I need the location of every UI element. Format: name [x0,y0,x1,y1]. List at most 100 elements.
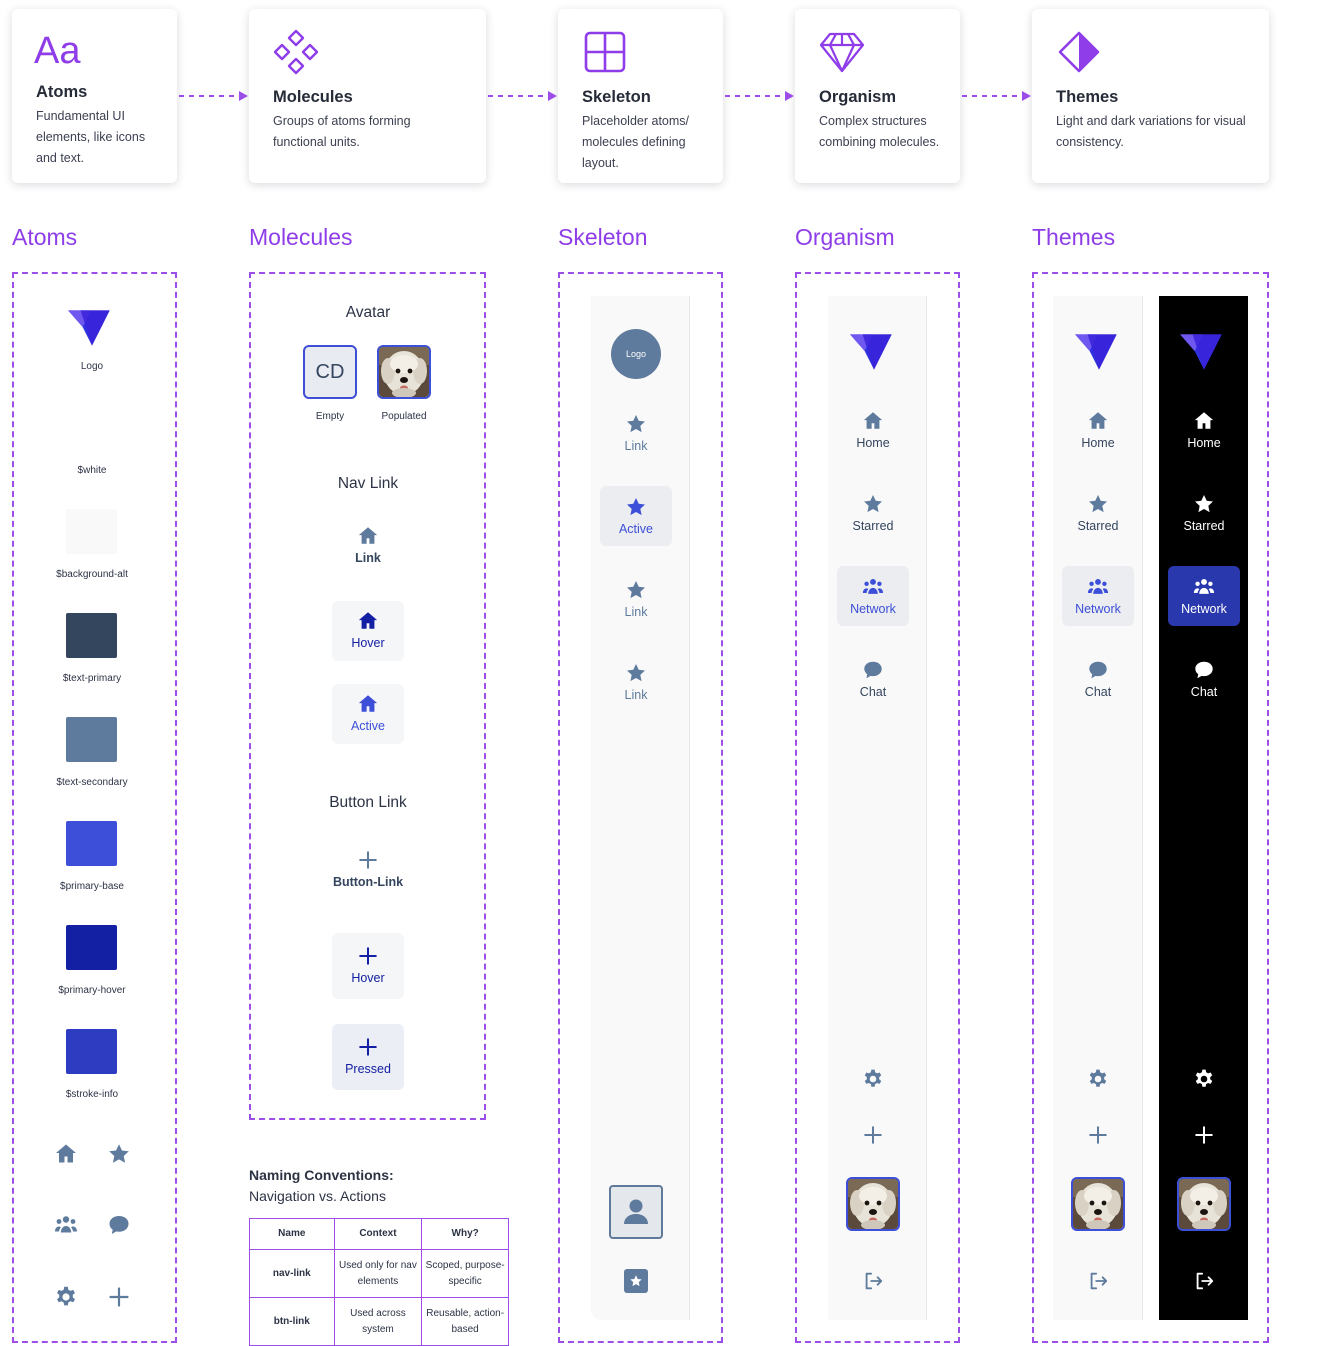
themes-container [1032,272,1269,1343]
home-icon [1193,410,1215,432]
navlink-label: Link [355,551,381,565]
avatar-populated[interactable] [377,345,431,399]
nav-label: Active [618,522,654,536]
avatar[interactable] [1177,1177,1231,1231]
buttonlink-label: Hover [351,971,385,985]
plus-icon[interactable] [1087,1124,1109,1146]
card-description: Placeholder atoms/ molecules defining la… [582,114,690,170]
logo-icon[interactable] [1073,331,1125,373]
skeleton-link-active[interactable]: Active [600,486,672,546]
card-description: Complex structures combining molecules. [819,114,940,149]
plus-icon [107,1285,131,1309]
plus-icon [357,945,379,967]
people-icon [54,1213,78,1237]
star-icon [625,496,647,518]
organism-sidebar [828,296,927,1320]
logo-placeholder: Logo [611,329,661,379]
nav-label: Chat [1190,685,1218,699]
nav-item-home[interactable]: Home [1062,400,1134,460]
logout-icon[interactable] [862,1270,884,1292]
swatch-label: $stroke-info [65,1089,119,1100]
logo-icon [66,307,118,349]
avatar[interactable] [846,1177,900,1231]
flow-arrow [488,91,557,101]
gear-icon [54,1285,78,1309]
table-row: nav-link Used only for nav elements Scop… [249,1249,509,1298]
plus-icon[interactable] [862,1124,884,1146]
nav-label: Link [624,605,648,619]
star-icon [625,413,647,435]
nav-label: Starred [852,519,894,533]
dog-photo [1073,1179,1123,1229]
table-cell: Used across system [333,1297,423,1346]
avatar-heading: Avatar [345,304,391,321]
section-title-skeleton: Skeleton [558,224,648,250]
table-cell: Scoped, purpose-specific [421,1249,509,1298]
table-header: Why? [421,1218,509,1250]
card-organism: Organism Complex structures combining mo… [795,9,960,183]
avatar[interactable] [1071,1177,1125,1231]
nav-label: Starred [1077,519,1119,533]
logout-icon[interactable] [1193,1270,1215,1292]
logo-icon[interactable] [848,331,900,373]
naming-table: Name Context Why? nav-link Used only for… [249,1218,509,1346]
nav-item-network[interactable]: Network [837,566,909,626]
logout-icon[interactable] [1087,1270,1109,1292]
molecules-container [249,272,486,1120]
swatch-label: $text-primary [62,673,122,684]
nav-item-chat[interactable]: Chat [1168,649,1240,709]
skeleton-link[interactable]: Link [600,652,672,712]
logo-icon[interactable] [1178,331,1230,373]
avatar-empty[interactable]: CD [303,345,357,399]
skeleton-link[interactable]: Link [600,569,672,629]
nav-item-home[interactable]: Home [1168,400,1240,460]
table-cell: btn-link [249,1297,335,1346]
buttonlink-pressed[interactable]: Pressed [332,1024,404,1090]
swatch-label: $text-secondary [56,777,128,788]
nav-label: Network [1075,602,1121,616]
skeleton-sidebar [591,296,690,1320]
table-header: Context [333,1218,423,1250]
nav-label: Link [624,439,648,453]
star-icon [625,662,647,684]
swatch-white [66,412,117,457]
buttonlink-hover[interactable]: Hover [332,933,404,999]
navlink-label: Hover [351,636,385,650]
nav-item-chat[interactable]: Chat [837,649,909,709]
table-header: Name [249,1218,335,1250]
nav-item-starred[interactable]: Starred [837,483,909,543]
star-icon [625,579,647,601]
gear-icon[interactable] [1193,1068,1215,1090]
swatch-label: $background-alt [56,569,128,580]
buttonlink-default[interactable]: Button-Link [332,840,404,900]
chat-icon [862,659,884,681]
skeleton-link[interactable]: Link [600,403,672,463]
flow-arrow [179,91,248,101]
avatar-populated-label: Populated [381,411,427,422]
buttonlink-heading: Button Link [329,794,407,811]
nav-item-network[interactable]: Network [1062,566,1134,626]
navlink-heading: Nav Link [337,475,399,492]
chat-icon [1193,659,1215,681]
star-icon [630,1275,642,1287]
naming-title: Naming Conventions: [249,1167,394,1183]
nav-item-home[interactable]: Home [837,400,909,460]
nav-item-chat[interactable]: Chat [1062,649,1134,709]
navlink-hover[interactable]: Hover [332,601,404,661]
nav-item-starred[interactable]: Starred [1168,483,1240,543]
navlink-active[interactable]: Active [332,684,404,744]
half-diamond-icon [1058,31,1100,73]
navlink-default[interactable]: Link [332,516,404,576]
section-title-organism: Organism [795,224,895,250]
gear-icon[interactable] [862,1068,884,1090]
nav-item-network[interactable]: Network [1168,566,1240,626]
plus-icon[interactable] [1193,1124,1215,1146]
nav-item-starred[interactable]: Starred [1062,483,1134,543]
plus-icon [357,849,379,871]
organism-container [795,272,960,1343]
star-icon [862,493,884,515]
swatch-label: $white [77,465,107,476]
nav-label: Home [1187,436,1221,450]
avatar-empty-label: Empty [315,411,345,422]
gear-icon[interactable] [1087,1068,1109,1090]
